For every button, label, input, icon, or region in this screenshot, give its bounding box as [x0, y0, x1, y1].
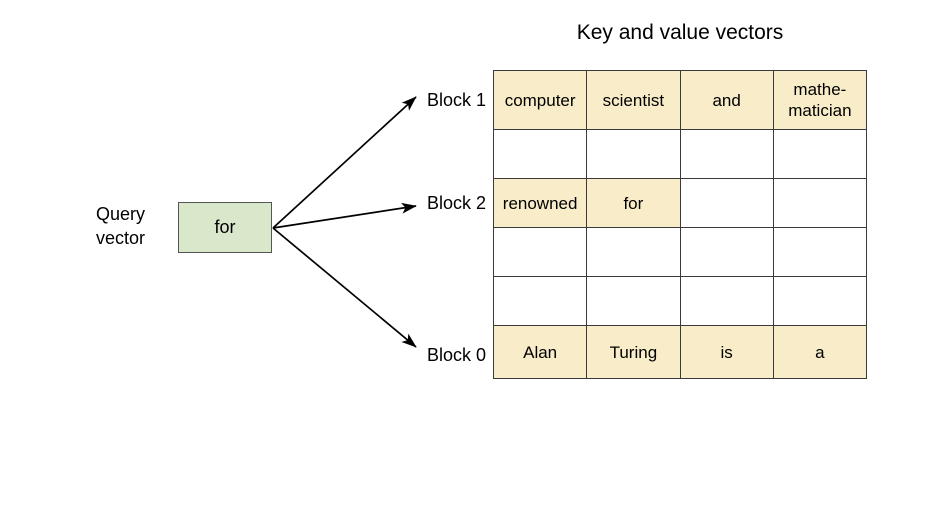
- grid-cell[interactable]: [492, 276, 588, 326]
- arrow-to-block-2: [272, 202, 417, 229]
- table-row: renowned for: [492, 178, 868, 228]
- grid-cell[interactable]: for: [586, 178, 681, 228]
- grid-cell[interactable]: Turing: [586, 325, 681, 379]
- grid-cell-text: and: [712, 90, 741, 110]
- grid-cell[interactable]: [492, 227, 588, 277]
- block-label-2: Block 2: [426, 193, 486, 213]
- grid-cell[interactable]: [772, 178, 868, 228]
- query-vector-label: Query vector: [96, 202, 172, 250]
- query-vector-label-line2: vector: [96, 228, 146, 248]
- grid-cell[interactable]: renowned: [492, 178, 588, 228]
- arrow-to-block-1: [272, 96, 417, 229]
- table-row: [492, 276, 868, 326]
- grid-cell[interactable]: and: [679, 70, 774, 130]
- grid-cell[interactable]: [679, 276, 774, 326]
- page-title: Key and value vectors: [576, 21, 784, 44]
- grid-cell[interactable]: mathe-matician: [772, 70, 868, 130]
- grid-cell[interactable]: computer: [492, 70, 588, 130]
- grid-cell[interactable]: [586, 227, 681, 277]
- table-row: computer scientist and mathe-matician: [492, 70, 868, 130]
- table-row: [492, 129, 868, 179]
- table-row: Alan Turing is a: [492, 325, 868, 379]
- grid-cell[interactable]: [772, 276, 868, 326]
- grid-cell[interactable]: is: [679, 325, 774, 379]
- grid-cell-text: computer: [504, 90, 576, 110]
- grid-cell[interactable]: [679, 227, 774, 277]
- query-vector-box[interactable]: for: [178, 202, 272, 253]
- grid-cell[interactable]: [679, 129, 774, 179]
- key-value-grid: computer scientist and mathe-matician re…: [492, 70, 868, 379]
- query-vector-label-line1: Query: [96, 204, 146, 224]
- grid-cell[interactable]: [772, 129, 868, 179]
- table-row: [492, 227, 868, 277]
- grid-cell-text: a: [815, 342, 825, 362]
- grid-cell-text: scientist: [602, 90, 665, 110]
- grid-cell-text: Alan: [523, 342, 558, 362]
- block-label-1: Block 1: [426, 90, 486, 110]
- query-vector-value: for: [214, 217, 236, 237]
- grid-cell[interactable]: Alan: [492, 325, 588, 379]
- grid-cell[interactable]: [679, 178, 774, 228]
- grid-cell[interactable]: [492, 129, 588, 179]
- grid-cell-text: for: [623, 193, 644, 213]
- grid-cell[interactable]: [586, 276, 681, 326]
- grid-cell[interactable]: scientist: [586, 70, 681, 130]
- arrow-to-block-0: [272, 227, 417, 348]
- block-label-0: Block 0: [426, 345, 486, 365]
- grid-cell[interactable]: [772, 227, 868, 277]
- grid-cell[interactable]: [586, 129, 681, 179]
- grid-cell-text: is: [720, 342, 733, 362]
- grid-cell-text: Turing: [609, 342, 658, 362]
- grid-cell[interactable]: a: [772, 325, 868, 379]
- grid-cell-text: mathe-matician: [788, 80, 852, 120]
- grid-cell-text: renowned: [502, 193, 578, 213]
